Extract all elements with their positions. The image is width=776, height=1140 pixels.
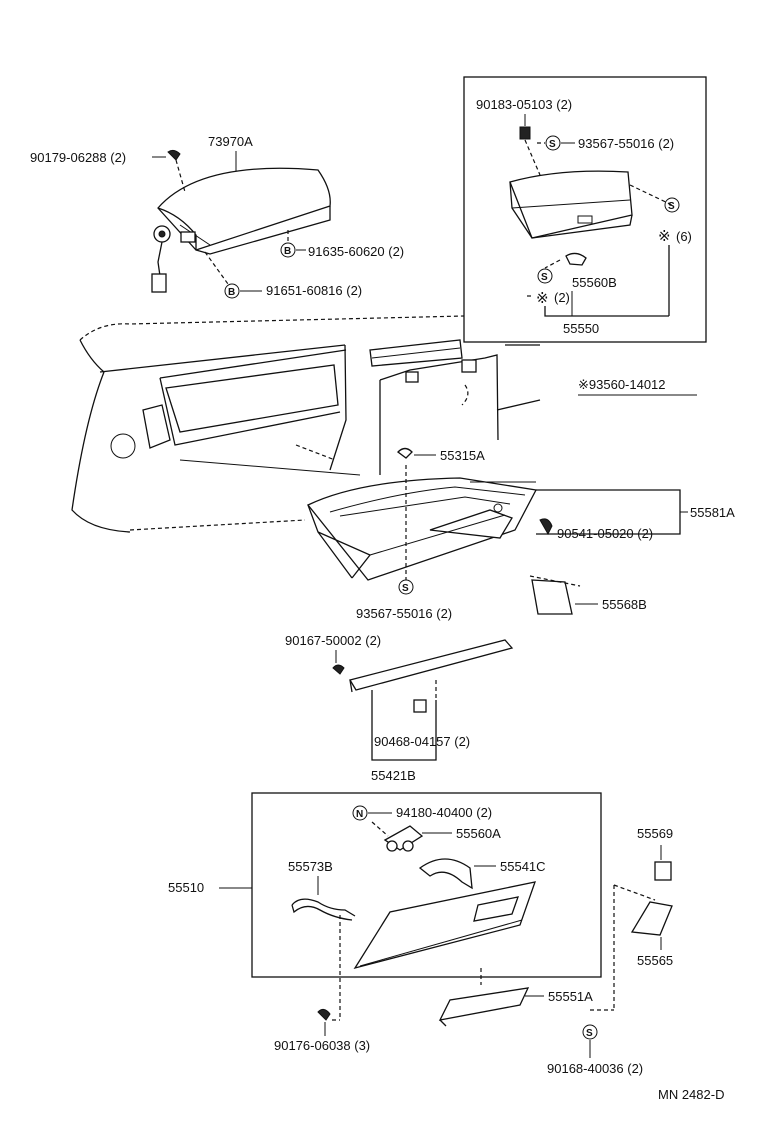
b-symbol2-text: B bbox=[228, 287, 235, 298]
damper-55541c-icon bbox=[418, 858, 473, 890]
label-55541c: 55541C bbox=[500, 859, 546, 874]
s-symbol-bottom-text: S bbox=[586, 1028, 593, 1039]
label-94180: 94180-40400 (2) bbox=[396, 805, 492, 820]
label-91635: 91635-60620 (2) bbox=[308, 244, 404, 259]
label-55551a: 55551A bbox=[548, 989, 593, 1004]
n-symbol-icon bbox=[352, 805, 368, 821]
label-93567-top: 93567-55016 (2) bbox=[578, 136, 674, 151]
label-90179: 90179-06288 (2) bbox=[30, 150, 126, 165]
instrument-panel-outline bbox=[71, 315, 541, 533]
label-55573b: 55573B bbox=[288, 859, 333, 874]
pad-55568b-icon bbox=[531, 579, 573, 615]
b-symbol-text: B bbox=[284, 246, 291, 257]
hinge-55421b bbox=[348, 639, 514, 693]
clip-55315a-icon bbox=[397, 447, 413, 459]
label-55550: 55550 bbox=[563, 321, 599, 336]
s-symbol-left-text: S bbox=[541, 272, 548, 283]
s-symbol-text: S bbox=[549, 139, 556, 150]
screw-90183-icon bbox=[519, 126, 531, 140]
clip-s-symbol-icon bbox=[545, 135, 561, 151]
nut-90179-icon bbox=[167, 149, 181, 161]
label-55560b: 55560B bbox=[572, 275, 617, 290]
label-90468: 90468-04157 (2) bbox=[374, 734, 470, 749]
glove-box-frame-55581a bbox=[306, 477, 537, 581]
label-55560a: 55560A bbox=[456, 826, 501, 841]
screw-90167-icon bbox=[332, 664, 345, 675]
clip-s-bottom-icon bbox=[582, 1024, 598, 1040]
label-73970a: 73970A bbox=[208, 134, 253, 149]
label-91651: 91651-60816 (2) bbox=[266, 283, 362, 298]
label-90183: 90183-05103 (2) bbox=[476, 97, 572, 112]
catch-55560b-icon bbox=[565, 252, 587, 266]
glove-box-lid-inset bbox=[509, 170, 633, 239]
clip-s-mid-icon bbox=[398, 579, 414, 595]
label-93567-mid: 93567-55016 (2) bbox=[356, 606, 452, 621]
s-symbol-right-text: S bbox=[668, 201, 675, 212]
label-55568b: 55568B bbox=[602, 597, 647, 612]
label-55421b: 55421B bbox=[371, 768, 416, 783]
note-93560: ※93560-14012 bbox=[578, 377, 666, 392]
clip-s-right-icon bbox=[664, 197, 680, 213]
label-90541: 90541-05020 (2) bbox=[557, 526, 653, 541]
label-55569: 55569 bbox=[637, 826, 673, 841]
airbag-module-73970a bbox=[151, 167, 331, 293]
screw-90176-icon bbox=[317, 1008, 331, 1021]
glove-box-door-frame-box bbox=[251, 792, 602, 978]
label-90167: 90167-50002 (2) bbox=[285, 633, 381, 648]
label-55315a: 55315A bbox=[440, 448, 485, 463]
star-right-icon: ※ bbox=[658, 228, 671, 245]
label-90168: 90168-40036 (2) bbox=[547, 1061, 643, 1076]
n-symbol-text: N bbox=[356, 809, 363, 820]
clip-90468-icon bbox=[413, 699, 427, 713]
stopper-55569-icon bbox=[654, 861, 672, 881]
screw-90541-icon bbox=[539, 518, 553, 536]
bolt-b-symbol2-icon bbox=[224, 283, 240, 299]
label-star6: (6) bbox=[676, 229, 692, 244]
bolt-b-symbol-icon bbox=[280, 242, 296, 258]
label-55581a: 55581A bbox=[690, 505, 735, 520]
inset-frame bbox=[463, 76, 707, 343]
drawing-id: MN 2482-D bbox=[658, 1087, 724, 1102]
cover-55565-icon bbox=[630, 901, 673, 936]
clip-s-left-icon bbox=[537, 268, 553, 284]
label-55565: 55565 bbox=[637, 953, 673, 968]
lock-55560a bbox=[383, 825, 424, 852]
label-90176: 90176-06038 (3) bbox=[274, 1038, 370, 1053]
hinge-55551a bbox=[438, 987, 530, 1027]
star-left-icon: ※ bbox=[536, 290, 549, 307]
glove-box-door-55510 bbox=[353, 881, 536, 970]
label-55510: 55510 bbox=[168, 880, 204, 895]
s-symbol-mid-text: S bbox=[402, 583, 409, 594]
bracket-55573b-icon bbox=[291, 898, 356, 917]
label-star2: (2) bbox=[554, 290, 570, 305]
